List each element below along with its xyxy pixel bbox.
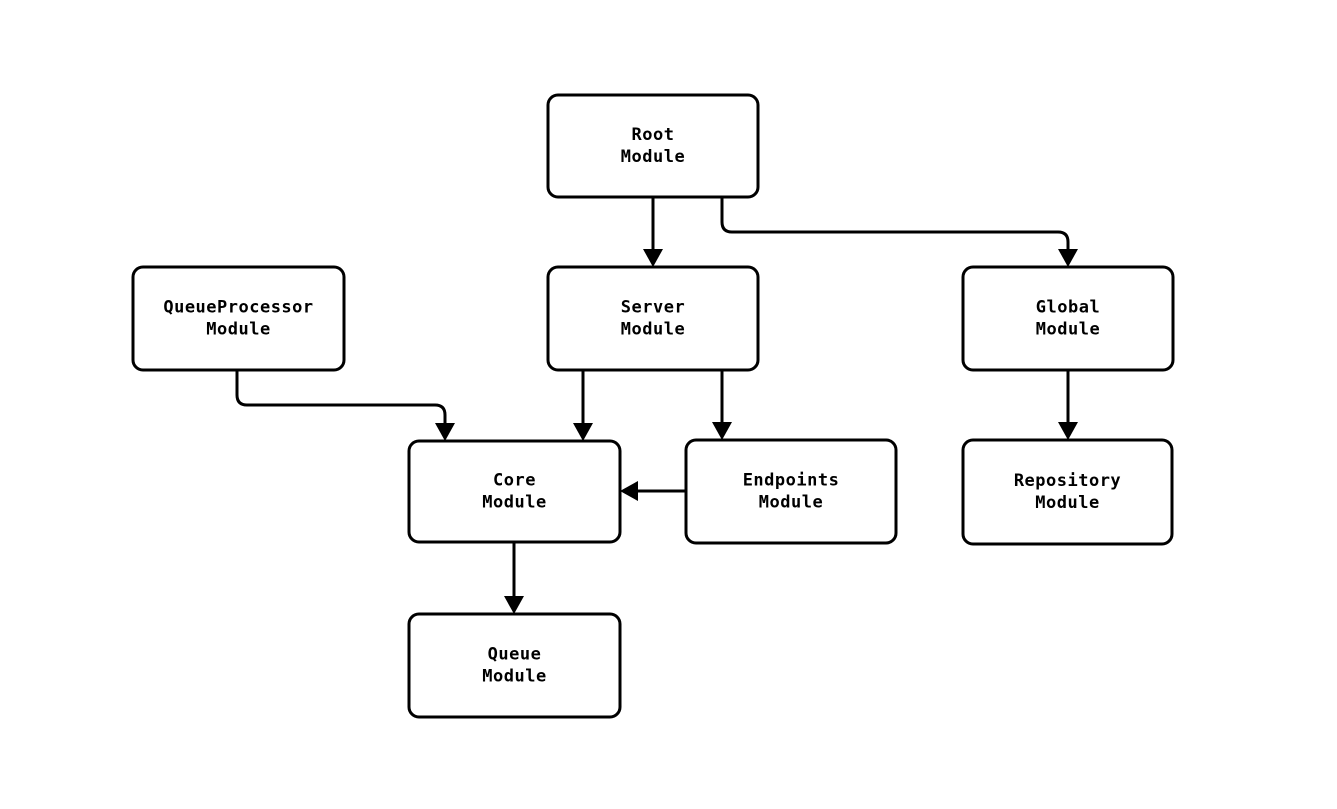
global-module-box[interactable] [961, 265, 1175, 372]
edge-root-to-global-line [720, 197, 1070, 258]
edge-root-to-global [720, 197, 1078, 267]
edge-queueprocessor-to-core-line [235, 370, 447, 432]
repository-module-box[interactable] [961, 438, 1174, 546]
edge-core-to-queue [504, 542, 524, 614]
edge-root-to-server [643, 197, 663, 267]
endpoints-module-box[interactable] [684, 438, 898, 545]
edge-root-to-global-arrowhead [1058, 249, 1078, 267]
server-module-box[interactable] [546, 265, 760, 372]
queueprocessor-module-box[interactable] [131, 265, 346, 372]
core-module-box[interactable] [407, 439, 622, 544]
edge-queueprocessor-to-core-arrowhead [435, 423, 455, 441]
edge-server-to-endpoints [712, 370, 732, 440]
edge-endpoints-to-core-arrowhead [620, 481, 638, 501]
edge-global-to-repository [1058, 370, 1078, 440]
edge-core-to-queue-arrowhead [504, 596, 524, 614]
edge-server-to-endpoints-arrowhead [712, 422, 732, 440]
edge-server-to-core [573, 370, 593, 441]
edge-global-to-repository-arrowhead [1058, 422, 1078, 440]
edge-server-to-core-arrowhead [573, 423, 593, 441]
root-module-box[interactable] [546, 93, 760, 199]
queue-module-box[interactable] [407, 612, 622, 719]
edge-queueprocessor-to-core [235, 370, 455, 441]
edge-root-to-server-arrowhead [643, 249, 663, 267]
edge-layer [235, 197, 1078, 614]
edge-endpoints-to-core [620, 481, 686, 501]
